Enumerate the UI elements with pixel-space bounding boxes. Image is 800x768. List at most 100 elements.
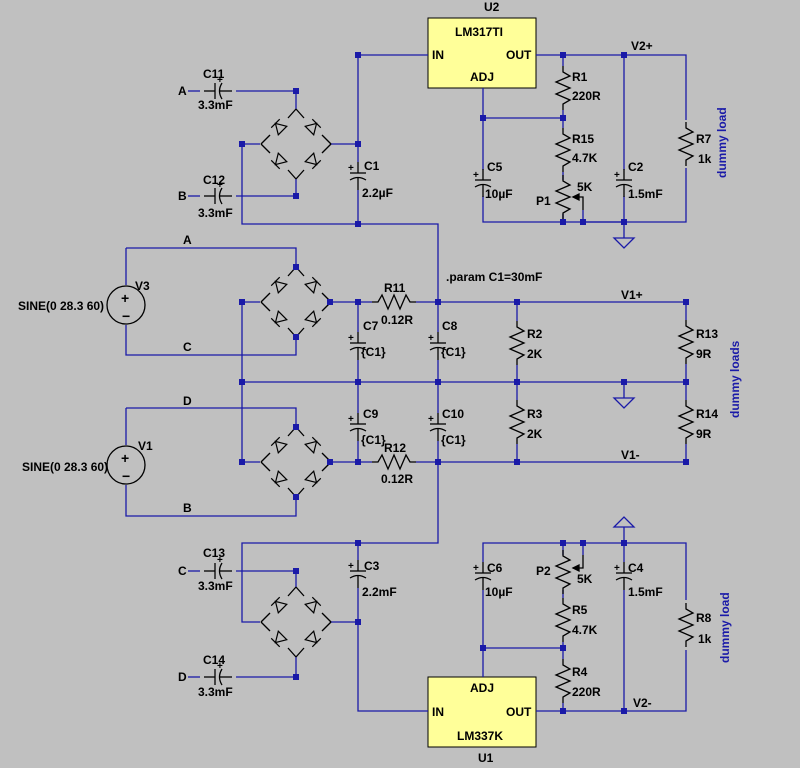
net-b-top: B (178, 189, 187, 203)
c7-value: {C1} (361, 345, 386, 359)
net-a-mid: A (183, 233, 192, 247)
c14-value: 3.3mF (198, 685, 233, 699)
gnd-top (613, 237, 635, 249)
p1-ref: P1 (536, 194, 551, 208)
r13-value: 9R (696, 347, 712, 361)
u1-out: OUT (506, 705, 532, 719)
p1-value: 5K (577, 180, 593, 194)
source-v1[interactable] (106, 445, 146, 485)
r12-ref: R12 (384, 441, 406, 455)
v1-ref: V1 (138, 439, 153, 453)
net-c-mid: C (183, 340, 192, 354)
p2-ref: P2 (536, 564, 551, 578)
r1-ref: R1 (572, 70, 588, 84)
net-c-bot: C (178, 564, 187, 578)
c14-ref: C14 (203, 653, 225, 667)
r2-ref: R2 (527, 327, 543, 341)
source-v3[interactable] (106, 285, 146, 325)
c11-value: 3.3mF (198, 98, 233, 112)
gnd-bot (613, 516, 635, 528)
u2-ref: U2 (484, 0, 500, 14)
c3-ref: C3 (364, 559, 380, 573)
svg-text:−: − (122, 308, 130, 324)
r3-ref: R3 (527, 407, 543, 421)
net-a-top: A (178, 84, 187, 98)
net-v2p: V2+ (631, 39, 653, 53)
c13-ref: C13 (203, 546, 225, 560)
bridge-bot[interactable] (261, 587, 331, 657)
res-r7[interactable] (678, 121, 694, 167)
r8-ref: R8 (696, 611, 712, 625)
c13-value: 3.3mF (198, 579, 233, 593)
c12-value: 3.3mF (198, 206, 233, 220)
r15-value: 4.7K (572, 151, 598, 165)
r14-value: 9R (696, 427, 712, 441)
c4-ref: C4 (628, 561, 644, 575)
net-v2m: V2- (633, 696, 652, 710)
r11-value: 0.12R (381, 313, 413, 327)
c11-ref: C11 (203, 67, 225, 81)
net-d-mid: D (183, 394, 192, 408)
ic-u1[interactable] (427, 676, 537, 748)
r3-value: 2K (527, 427, 543, 441)
bridge-mid-bot[interactable] (261, 427, 331, 497)
c1-ref: C1 (364, 159, 380, 173)
net-v1p: V1+ (621, 288, 643, 302)
junction-dots (239, 52, 689, 714)
v1-value: SINE(0 28.3 60) (22, 460, 108, 474)
r5-ref: R5 (572, 603, 588, 617)
ic-u2[interactable] (427, 17, 537, 89)
c8-ref: C8 (442, 319, 458, 333)
dummy-load-top: dummy load (715, 107, 729, 178)
dummy-loads: dummy loads (728, 340, 742, 418)
u1-adj: ADJ (470, 681, 494, 695)
param-directive: .param C1=30mF (446, 270, 542, 284)
res-r4[interactable] (555, 658, 571, 704)
u2-part: LM317TI (455, 25, 503, 39)
res-r12[interactable] (371, 454, 417, 470)
res-r2[interactable] (509, 320, 525, 366)
c8-value: {C1} (441, 345, 466, 359)
p2-value: 5K (577, 572, 593, 586)
u2-in: IN (432, 48, 444, 62)
r5-value: 4.7K (572, 623, 598, 637)
bridge-mid-top[interactable] (261, 267, 331, 337)
dummy-load-bot: dummy load (718, 592, 732, 663)
net-v1m: V1- (621, 448, 640, 462)
res-r8[interactable] (678, 602, 694, 648)
res-r1[interactable] (555, 65, 571, 111)
pot-p1[interactable] (555, 174, 571, 220)
gnd-mid (613, 397, 635, 409)
res-r14[interactable] (678, 399, 694, 445)
r8-value: 1k (698, 632, 712, 646)
u2-out: OUT (506, 48, 532, 62)
v3-ref: V3 (135, 279, 150, 293)
c10-ref: C10 (442, 407, 464, 421)
c2-ref: C2 (628, 160, 644, 174)
res-r5[interactable] (555, 597, 571, 643)
c6-value: 10µF (485, 585, 513, 599)
svg-text:−: − (122, 468, 130, 484)
c9-value: {C1} (361, 433, 386, 447)
c12-ref: C12 (203, 173, 225, 187)
res-r13[interactable] (678, 319, 694, 365)
u2-adj: ADJ (470, 70, 494, 84)
res-r3[interactable] (509, 399, 525, 445)
pot-p2[interactable] (555, 549, 571, 595)
c4-value: 1.5mF (628, 585, 663, 599)
net-d-bot: D (178, 670, 187, 684)
r1-value: 220R (572, 89, 601, 103)
res-r11[interactable] (371, 294, 417, 310)
r7-value: 1k (698, 152, 712, 166)
c5-value: 10µF (485, 187, 513, 201)
c9-ref: C9 (363, 407, 379, 421)
c10-value: {C1} (441, 433, 466, 447)
c1-value: 2.2µF (362, 186, 393, 200)
bridge-top[interactable] (261, 109, 331, 179)
res-r15[interactable] (555, 127, 571, 173)
c2-value: 1.5mF (628, 187, 663, 201)
r7-ref: R7 (696, 132, 712, 146)
c6-ref: C6 (487, 561, 503, 575)
